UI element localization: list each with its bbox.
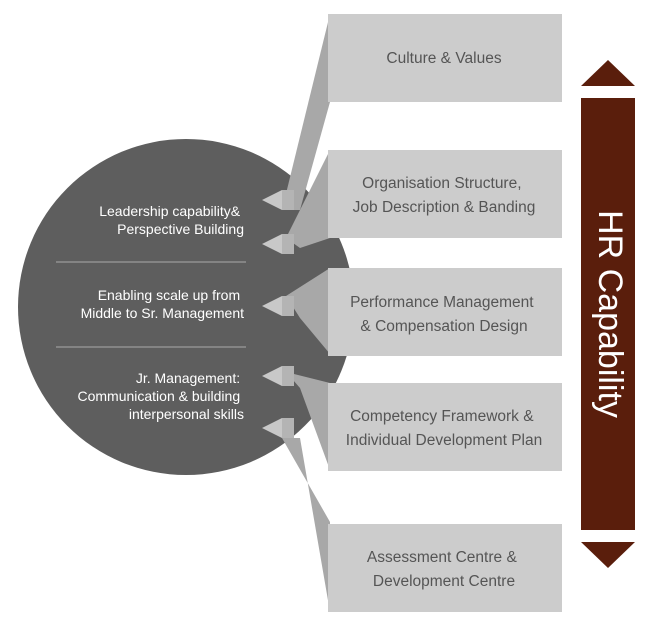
box-text-line: Development Centre [373,573,515,590]
arrow-stem-2 [282,234,294,254]
arrowhead-4 [262,366,282,386]
box-text-line: Job Description & Banding [353,199,536,216]
connectors [282,14,330,612]
box-text-assessment: Assessment Centre & Development Centre [367,549,521,590]
circle-text-line: Enabling scale up from [98,287,240,303]
box-culture-values [328,14,562,102]
circle-text-line: Leadership capability& [99,203,241,219]
connector-assessment [282,438,330,612]
box-text-culture: Culture & Values [386,50,501,67]
circle-text-jr-management: Jr. Management: Communication & building… [77,370,244,422]
box-performance-management [328,268,562,356]
box-competency-framework [328,383,562,471]
arrowhead-2 [262,234,282,254]
bar-arrow-up [581,60,635,86]
capability-boxes [328,14,562,612]
box-text-line: Competency Framework & [350,408,534,425]
hr-capability-label: HR Capability [591,210,629,418]
leadership-circle [18,139,354,475]
box-text-line: Organisation Structure, [362,175,521,192]
arrow-stem-3 [282,296,294,316]
arrowhead-3 [262,296,282,316]
box-text-organisation: Organisation Structure, Job Description … [353,175,536,216]
circle-text-line: interpersonal skills [129,406,244,422]
circle-text-line: Middle to Sr. Management [81,305,245,321]
box-text-line: Individual Development Plan [346,432,542,449]
circle-text-leadership: Leadership capability& Perspective Build… [99,203,244,237]
box-text-competency: Competency Framework & Individual Develo… [346,408,542,449]
arrowhead-1 [262,190,282,210]
box-organisation-structure [328,150,562,238]
circle-text-line: Communication & building [77,388,240,404]
circle-text-scale-up: Enabling scale up from Middle to Sr. Man… [81,287,245,321]
circle-text-line: Perspective Building [117,221,244,237]
connector-competency [286,372,330,470]
box-text-line: Performance Management [350,294,534,311]
box-text-line: Culture & Values [386,50,501,67]
arrowheads [262,190,282,438]
arrow-stems [282,190,294,438]
box-text-line: & Compensation Design [360,318,527,335]
box-text-performance: Performance Management & Compensation De… [350,294,538,335]
circle-text-line: Jr. Management: [136,370,240,386]
connector-culture [282,14,330,210]
connector-organisation [286,150,330,248]
bar-arrow-down [581,542,635,568]
arrow-stem-1 [282,190,294,210]
arrowhead-5 [262,418,282,438]
connector-performance [286,268,330,354]
arrow-stem-4 [282,366,294,386]
arrow-stem-5 [282,418,294,438]
box-text-line: Assessment Centre & [367,549,518,566]
box-assessment-centre [328,524,562,612]
hr-capability-bar [581,98,635,530]
